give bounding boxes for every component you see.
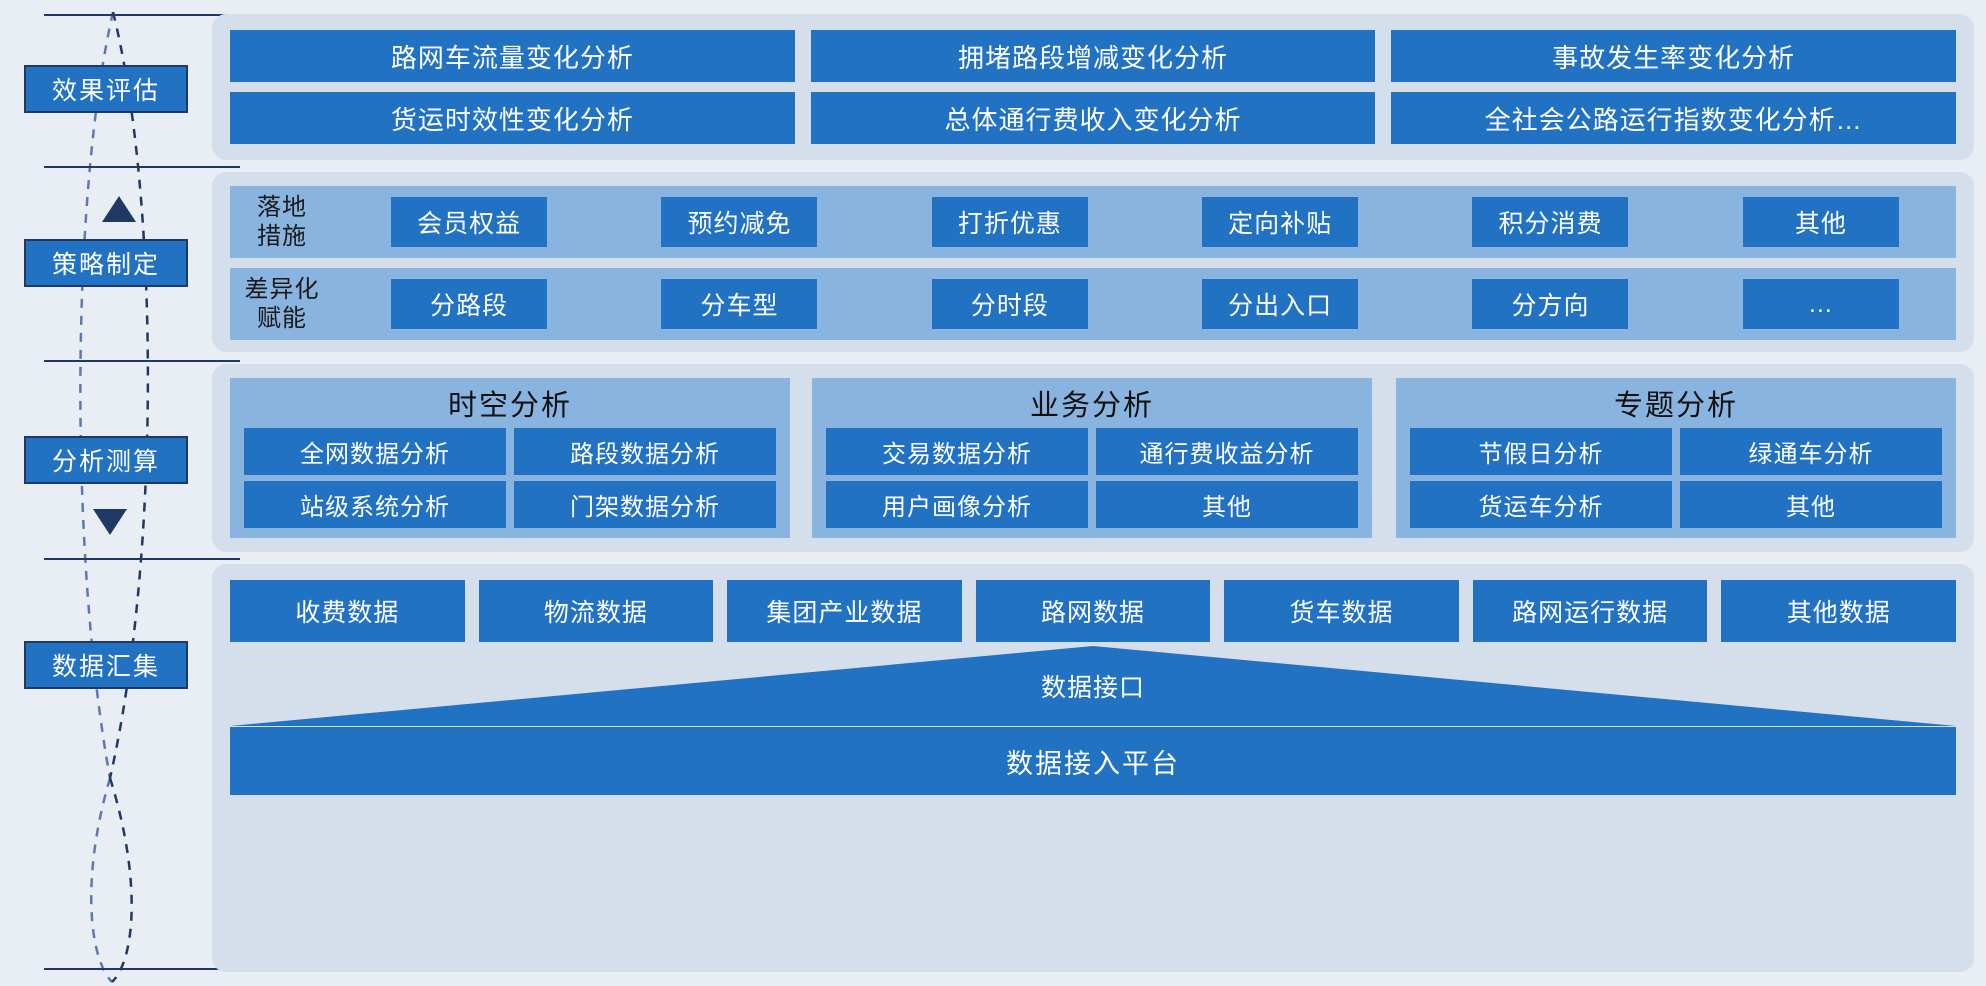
- evaluation-item[interactable]: 总体通行费收入变化分析: [810, 92, 1376, 144]
- strategy-row-differentiated-empowerment: 差异化 赋能 分路段 分车型 分时段 分出入口 分方向 …: [230, 268, 1956, 340]
- strategy-item[interactable]: 预约减免: [661, 197, 818, 247]
- rail-divider-5: [44, 968, 240, 970]
- strategy-item[interactable]: 会员权益: [391, 197, 548, 247]
- data-access-platform-bar[interactable]: 数据接入平台: [230, 727, 1956, 795]
- analysis-item[interactable]: 绿通车分析: [1680, 428, 1942, 475]
- strategy-row-label: 差异化 赋能: [230, 275, 334, 333]
- strategy-item[interactable]: 其他: [1742, 197, 1899, 247]
- strategy-row-items: 会员权益 预约减免 打折优惠 定向补贴 积分消费 其他: [334, 186, 1956, 258]
- analysis-item[interactable]: 节假日分析: [1410, 428, 1672, 475]
- evaluation-item[interactable]: 拥堵路段增减变化分析: [810, 30, 1376, 82]
- data-source-item[interactable]: 物流数据: [478, 580, 714, 642]
- analysis-group-title: 专题分析: [1613, 390, 1738, 422]
- analysis-item[interactable]: 门架数据分析: [514, 481, 776, 528]
- strategy-item[interactable]: 分方向: [1472, 279, 1629, 329]
- section-strategy-making: 落地 措施 会员权益 预约减免 打折优惠 定向补贴 积分消费 其他 差异化 赋能…: [212, 172, 1974, 352]
- strategy-item[interactable]: 分车型: [661, 279, 818, 329]
- strategy-row-label-line2: 赋能: [257, 305, 307, 332]
- analysis-item[interactable]: 其他: [1096, 481, 1358, 528]
- strategy-row-landing-measures: 落地 措施 会员权益 预约减免 打折优惠 定向补贴 积分消费 其他: [230, 186, 1956, 258]
- data-access-platform-label: 数据接入平台: [1006, 748, 1180, 779]
- stage-item-data-collection[interactable]: 数据汇集: [24, 641, 188, 689]
- stage-item-effect-evaluation[interactable]: 效果评估: [24, 65, 188, 113]
- analysis-item[interactable]: 通行费收益分析: [1096, 428, 1358, 475]
- rail-divider-4: [44, 558, 240, 560]
- data-interface-band[interactable]: 数据接口: [230, 646, 1956, 726]
- evaluation-item-grid: 路网车流量变化分析 拥堵路段增减变化分析 事故发生率变化分析 货运时效性变化分析…: [230, 30, 1956, 144]
- strategy-item[interactable]: 分出入口: [1202, 279, 1359, 329]
- stage-label: 数据汇集: [51, 653, 160, 681]
- data-source-row: 收费数据 物流数据 集团产业数据 路网数据 货车数据 路网运行数据 其他数据: [230, 580, 1956, 642]
- data-source-item[interactable]: 路网运行数据: [1472, 580, 1708, 642]
- analysis-group-title: 时空分析: [447, 390, 572, 422]
- stage-rail: 效果评估 策略制定 分析测算 数据汇集: [0, 0, 250, 986]
- strategy-item[interactable]: 积分消费: [1472, 197, 1629, 247]
- evaluation-item[interactable]: 事故发生率变化分析: [1391, 30, 1956, 82]
- strategy-row-label-line1: 落地: [257, 194, 307, 221]
- rail-divider-1: [44, 14, 240, 16]
- stage-item-analysis-calc[interactable]: 分析测算: [24, 436, 188, 484]
- stage-label: 效果评估: [51, 77, 160, 105]
- analysis-group-spatiotemporal: 时空分析 全网数据分析 路段数据分析 站级系统分析 门架数据分析: [230, 378, 790, 538]
- rail-divider-3: [44, 360, 240, 362]
- evaluation-item[interactable]: 全社会公路运行指数变化分析…: [1391, 92, 1956, 144]
- analysis-item[interactable]: 路段数据分析: [514, 428, 776, 475]
- data-source-item[interactable]: 收费数据: [230, 580, 465, 642]
- strategy-item[interactable]: 打折优惠: [931, 197, 1088, 247]
- analysis-group-items: 交易数据分析 通行费收益分析 用户画像分析 其他: [826, 428, 1358, 528]
- strategy-item[interactable]: …: [1742, 279, 1899, 329]
- data-source-item[interactable]: 集团产业数据: [727, 580, 962, 642]
- stage-label: 策略制定: [51, 251, 160, 279]
- analysis-group-business: 业务分析 交易数据分析 通行费收益分析 用户画像分析 其他: [812, 378, 1372, 538]
- analysis-item[interactable]: 站级系统分析: [244, 481, 506, 528]
- strategy-item[interactable]: 分时段: [931, 279, 1088, 329]
- strategy-row-label-line2: 措施: [257, 223, 307, 250]
- analysis-group-thematic: 专题分析 节假日分析 绿通车分析 货运车分析 其他: [1396, 378, 1956, 538]
- data-source-item[interactable]: 其他数据: [1721, 580, 1956, 642]
- data-interface-trapezoid-icon: [230, 646, 1956, 726]
- section-effect-evaluation: 路网车流量变化分析 拥堵路段增减变化分析 事故发生率变化分析 货运时效性变化分析…: [212, 14, 1974, 160]
- strategy-row-label: 落地 措施: [230, 193, 334, 251]
- data-source-item[interactable]: 货车数据: [1224, 580, 1459, 642]
- strategy-item[interactable]: 分路段: [391, 279, 548, 329]
- strategy-row-label-line1: 差异化: [244, 276, 320, 303]
- analysis-group-items: 全网数据分析 路段数据分析 站级系统分析 门架数据分析: [244, 428, 776, 528]
- evaluation-item[interactable]: 路网车流量变化分析: [230, 30, 795, 82]
- strategy-item[interactable]: 定向补贴: [1202, 197, 1359, 247]
- stage-label: 分析测算: [51, 448, 160, 476]
- analysis-group-title: 业务分析: [1029, 390, 1154, 422]
- strategy-row-items: 分路段 分车型 分时段 分出入口 分方向 …: [334, 268, 1956, 340]
- analysis-item[interactable]: 用户画像分析: [826, 481, 1088, 528]
- section-data-collection: 收费数据 物流数据 集团产业数据 路网数据 货车数据 路网运行数据 其他数据 数…: [212, 564, 1974, 972]
- analysis-item[interactable]: 货运车分析: [1410, 481, 1672, 528]
- section-analysis-calculation: 时空分析 全网数据分析 路段数据分析 站级系统分析 门架数据分析 业务分析 交易…: [212, 364, 1974, 552]
- rail-divider-2: [44, 166, 240, 168]
- analysis-item[interactable]: 交易数据分析: [826, 428, 1088, 475]
- evaluation-item[interactable]: 货运时效性变化分析: [230, 92, 795, 144]
- analysis-item[interactable]: 其他: [1680, 481, 1942, 528]
- data-source-item[interactable]: 路网数据: [975, 580, 1211, 642]
- stage-item-strategy-making[interactable]: 策略制定: [24, 239, 188, 287]
- analysis-group-items: 节假日分析 绿通车分析 货运车分析 其他: [1410, 428, 1942, 528]
- analysis-item[interactable]: 全网数据分析: [244, 428, 506, 475]
